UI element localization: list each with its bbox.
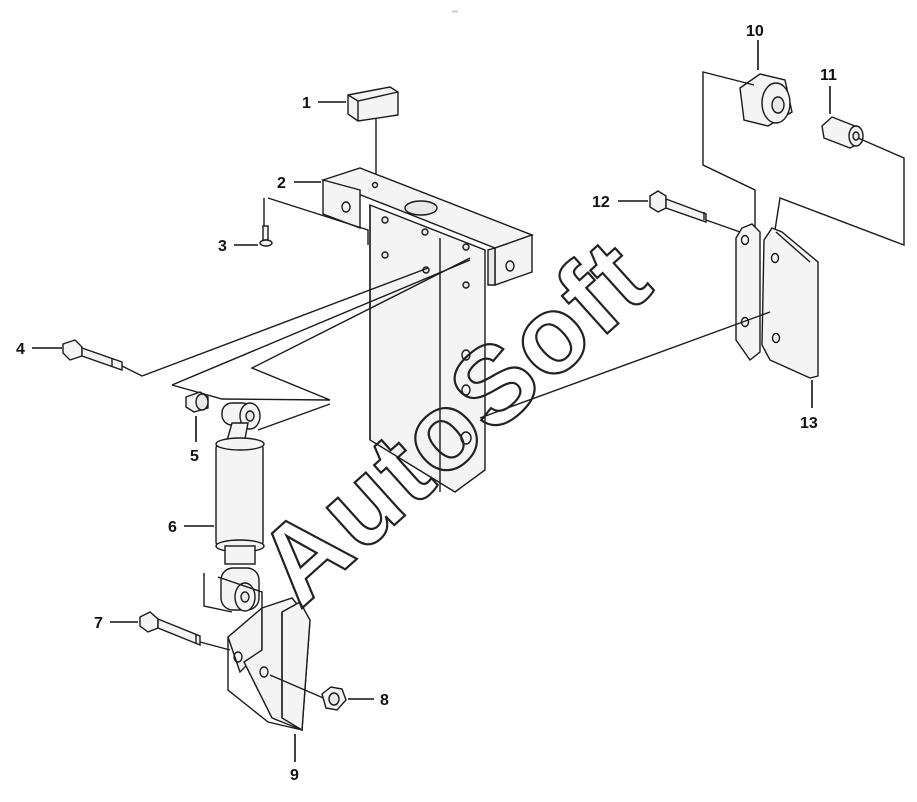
part-9-lower-bracket (203, 573, 329, 732)
guide-line-6b (257, 403, 331, 431)
part-8-nut (321, 686, 347, 711)
drawing-code: ₀₀₀ (452, 8, 458, 14)
part-13-plates (479, 223, 819, 419)
part-3-screw (259, 198, 273, 247)
callout-6: 6 (168, 519, 177, 536)
part-5-bushing (185, 391, 209, 413)
guide-line-11 (774, 137, 905, 247)
guide-line-5 (171, 259, 471, 386)
callout-5: 5 (190, 448, 199, 465)
part-11-bushing-small (821, 116, 864, 149)
callout-4: 4 (16, 341, 25, 358)
callout-12: 12 (592, 194, 610, 211)
guide-line-6-frame (171, 257, 471, 401)
part-7-bolt (139, 611, 231, 651)
part-2-bracket (320, 167, 535, 493)
callout-1: 1 (302, 95, 311, 112)
part-6-shock-absorber (215, 402, 265, 612)
callout-2: 2 (277, 175, 286, 192)
part-10-bushing-large (739, 73, 793, 127)
part-4-bolt (62, 267, 429, 377)
part-12-bolt (649, 190, 741, 233)
callout-7: 7 (94, 615, 103, 632)
callout-8: 8 (380, 692, 389, 709)
callout-13: 13 (800, 415, 818, 432)
guide-line-3 (267, 197, 369, 245)
callout-9: 9 (290, 767, 299, 784)
part-1-block (347, 86, 399, 180)
callout-3: 3 (218, 238, 227, 255)
guide-line-10 (702, 71, 756, 228)
callout-leaders (32, 40, 831, 762)
callout-10: 10 (746, 23, 764, 40)
callout-11: 11 (820, 67, 837, 84)
